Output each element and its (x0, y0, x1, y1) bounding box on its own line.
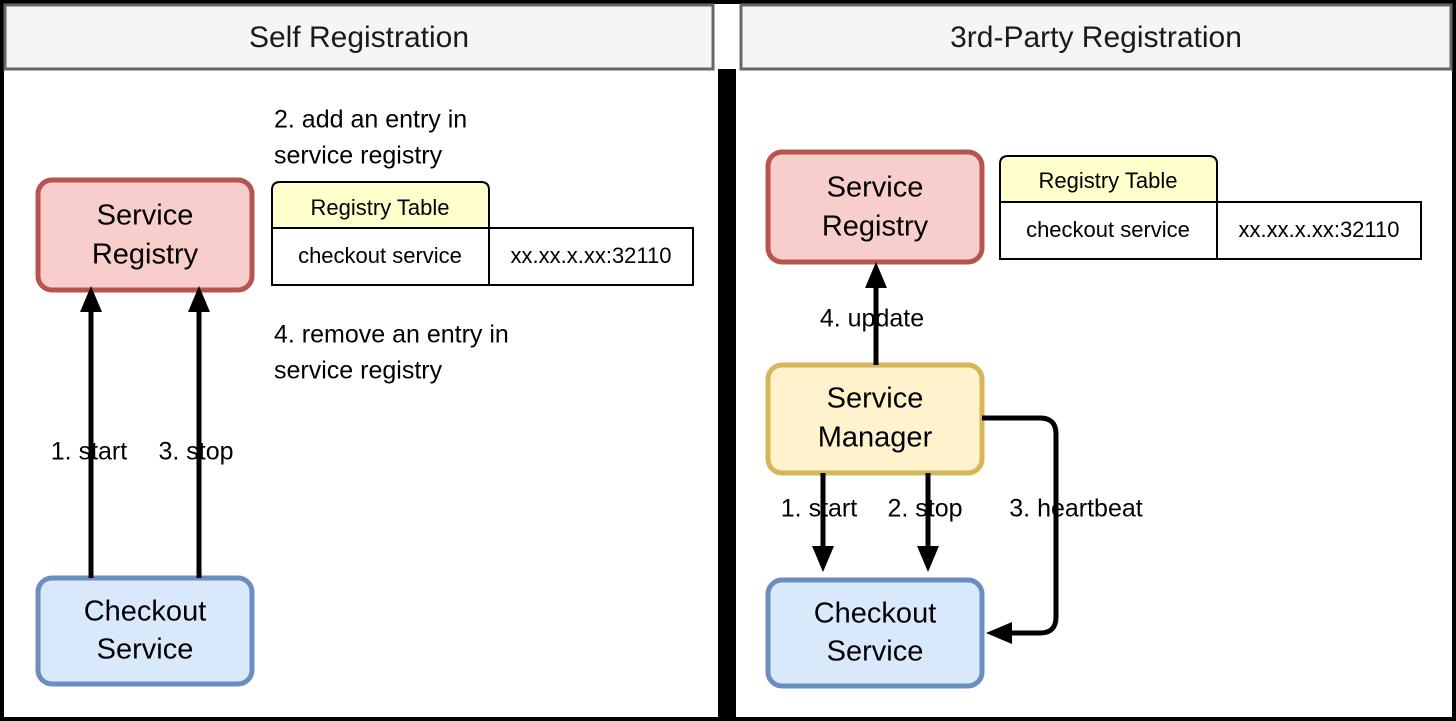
edge-heartbeat-arrowhead (986, 622, 1012, 644)
node-checkout-service-left-line1: Checkout (84, 596, 207, 628)
registry-table-right-cell-address (1216, 201, 1422, 260)
note-remove-entry-line2: service registry (274, 357, 443, 385)
node-checkout-service-right-line2: Service (827, 636, 924, 668)
edge-label-start-right: 1. start (781, 495, 857, 523)
node-checkout-service-right-line1: Checkout (814, 598, 937, 630)
registry-table-left-header-cell (271, 181, 490, 229)
registry-table-left-cell-service (271, 227, 490, 286)
edge-label-update: 4. update (820, 305, 924, 333)
registry-table-left-cell-address-text: xx.xx.x.xx:32110 (511, 243, 672, 268)
note-add-entry-line2: service registry (274, 142, 443, 170)
registry-table-left-cell-address (488, 227, 694, 286)
edge-label-heartbeat: 3. heartbeat (1009, 495, 1142, 523)
edge-stop-left-arrowhead (188, 286, 210, 312)
edge-start-left: 1. start (51, 286, 127, 578)
edge-heartbeat: 3. heartbeat (982, 415, 1143, 644)
node-service-registry-left-line2: Registry (92, 239, 199, 271)
edge-stop-left: 3. stop (158, 286, 234, 578)
registry-table-right-header-text: Registry Table (1039, 168, 1178, 193)
registry-table-right-cell-service-text: checkout service (1026, 217, 1190, 242)
node-checkout-service-right[interactable] (765, 577, 985, 689)
edge-update: 4. update (820, 262, 924, 365)
panel-header-title-left: Self Registration (249, 21, 469, 54)
note-remove-entry-line1: 4. remove an entry in (274, 321, 509, 349)
registry-table-left-header-text: Registry Table (311, 195, 450, 220)
registry-table-left-cell-service-text: checkout service (298, 243, 462, 268)
registry-table-right: Registry Table checkout service xx.xx.x.… (999, 155, 1422, 260)
panel-header-box-left (3, 3, 715, 71)
panel-self-registration: Self Registration Service Registry Check… (3, 3, 715, 687)
note-add-entry-line1: 2. add an entry in (274, 106, 467, 134)
edge-start-left-arrowhead (80, 286, 102, 312)
edge-start-right: 1. start (781, 473, 857, 572)
registry-table-left: Registry Table checkout service xx.xx.x.… (271, 181, 694, 286)
note-add-entry: 2. add an entry in service registry (274, 106, 467, 170)
registry-table-right-cell-service (999, 201, 1218, 260)
edge-label-stop-left: 3. stop (158, 438, 233, 466)
registry-table-right-cell-address-text: xx.xx.x.xx:32110 (1239, 217, 1400, 242)
node-service-registry-left-line1: Service (97, 200, 194, 232)
edge-start-right-arrowhead (812, 546, 834, 572)
node-service-registry-left[interactable] (35, 177, 255, 293)
edge-update-arrowhead (865, 262, 887, 288)
node-service-manager-line1: Service (827, 383, 924, 415)
node-service-registry-right-line1: Service (827, 172, 924, 204)
node-service-registry-right[interactable] (765, 149, 985, 265)
node-service-manager-line2: Manager (818, 422, 933, 454)
node-service-registry-right-line2: Registry (822, 211, 929, 243)
panel-third-party-registration: 3rd-Party Registration Service Registry … (739, 3, 1453, 689)
panel-header-title-right: 3rd-Party Registration (950, 21, 1242, 54)
node-service-manager[interactable] (765, 362, 985, 476)
node-checkout-service-left[interactable] (35, 575, 255, 687)
panel-divider (718, 69, 736, 719)
note-remove-entry: 4. remove an entry in service registry (274, 321, 509, 385)
edge-stop-right: 2. stop (887, 473, 963, 572)
edge-label-start-left: 1. start (51, 438, 127, 466)
edge-label-stop-right: 2. stop (887, 495, 962, 523)
node-checkout-service-left-line2: Service (97, 634, 194, 666)
registry-table-right-header-cell (999, 155, 1218, 203)
panel-header-box-right (739, 3, 1453, 71)
edge-stop-right-arrowhead (917, 546, 939, 572)
